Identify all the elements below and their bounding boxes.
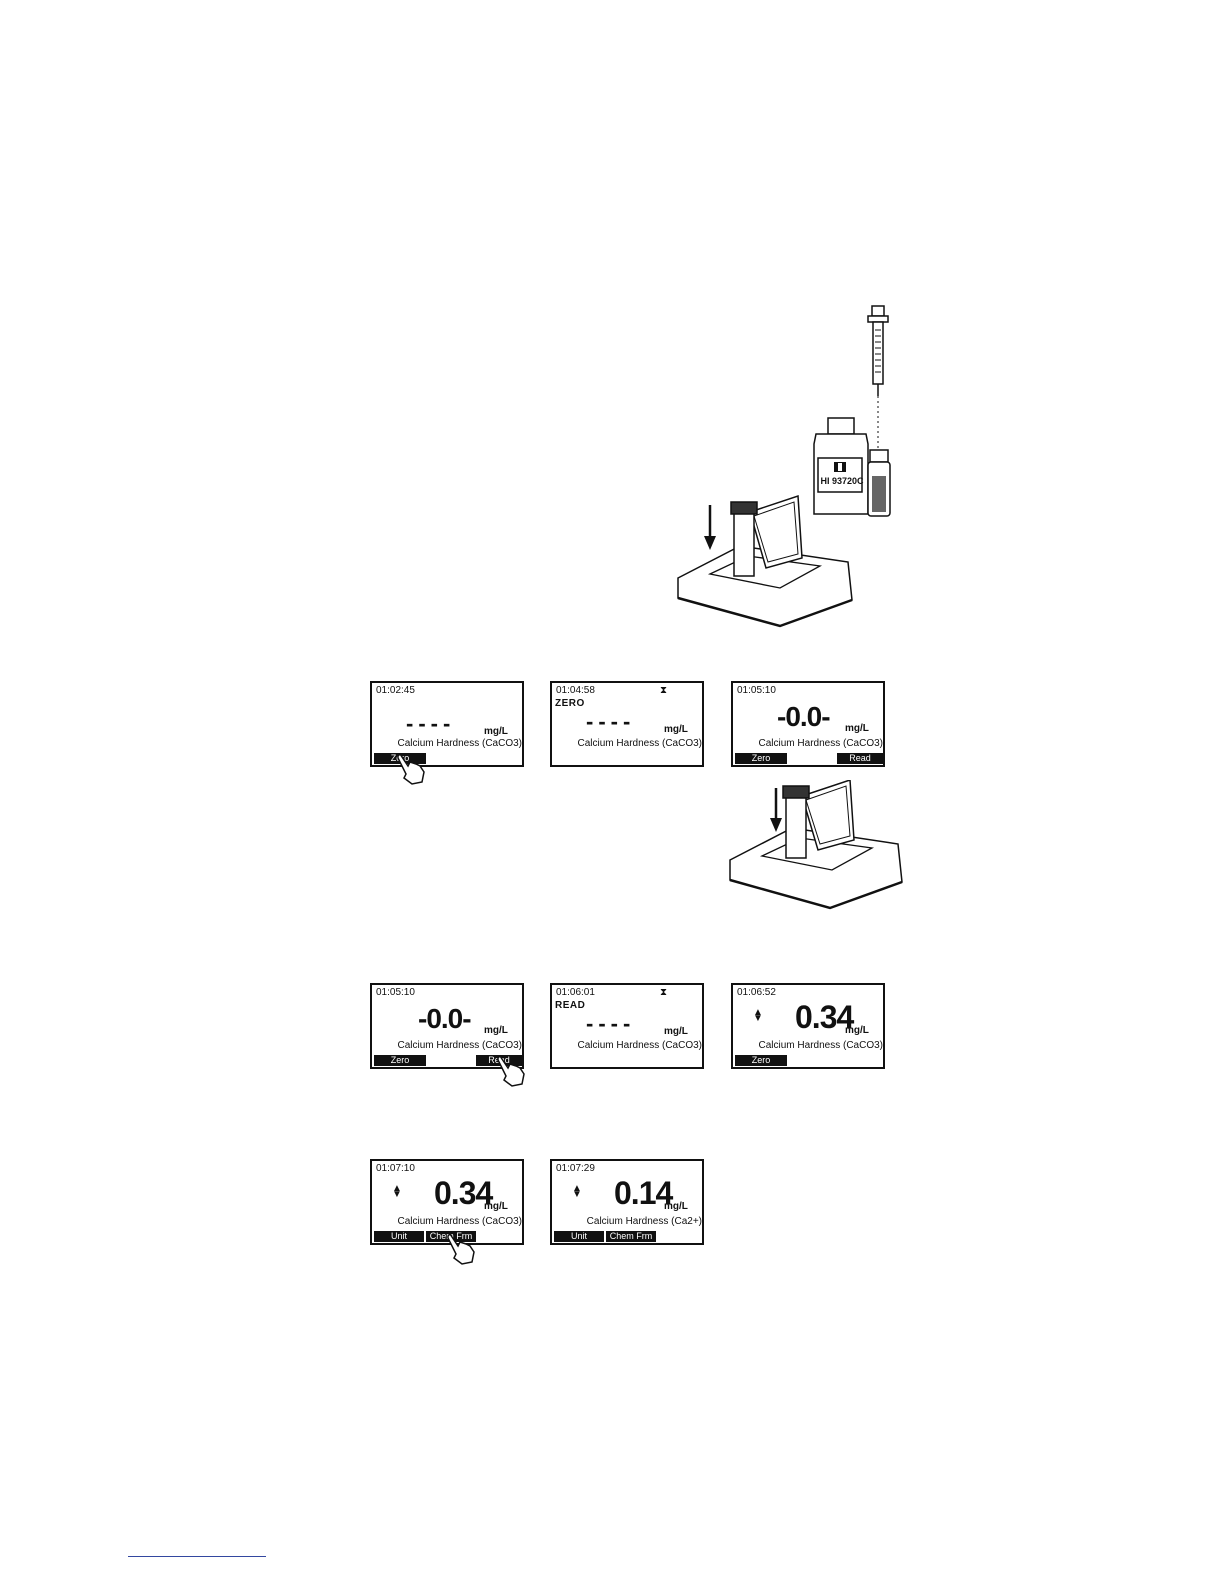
display-time: 01:04:58 (556, 685, 595, 696)
meter-display-8: 01:07:29 ▲▼ 0.14 mg/L Calcium Hardness (… (550, 1159, 704, 1245)
display-time: 01:02:45 (376, 685, 415, 696)
display-value: 0.14 (614, 1175, 673, 1211)
display-unit: mg/L (845, 1025, 869, 1036)
unit-key[interactable]: Unit (554, 1231, 604, 1242)
unit-key[interactable]: Unit (374, 1231, 424, 1242)
display-time: 01:05:10 (376, 987, 415, 998)
reagent-bottle-label: HI 93720C (820, 476, 864, 486)
footnote-rule (128, 1556, 266, 1557)
display-value: ---- (586, 709, 636, 734)
hourglass-icon: ⧗ (660, 685, 668, 696)
display-parameter: Calcium Hardness (CaCO3) (397, 738, 522, 749)
reagent-bottle-icon (813, 417, 869, 515)
display-time: 01:07:29 (556, 1163, 595, 1174)
display-unit: mg/L (664, 1201, 688, 1212)
display-time: 01:05:10 (737, 685, 776, 696)
up-down-arrows-icon: ▲▼ (572, 1183, 582, 1200)
up-down-arrows-icon: ▲▼ (753, 1007, 763, 1024)
display-time: 01:07:10 (376, 1163, 415, 1174)
display-parameter: Calcium Hardness (CaCO3) (758, 738, 883, 749)
display-value: -0.0- (777, 701, 831, 732)
display-mode: ZERO (555, 698, 585, 709)
display-unit: mg/L (484, 1025, 508, 1036)
reagent-addition-illustration (677, 305, 891, 628)
meter-display-2: 01:04:58 ⧗ ZERO ---- mg/L Calcium Hardne… (550, 681, 704, 767)
pointing-hand-icon (397, 752, 425, 785)
meter-display-3: 01:05:10 -0.0- mg/L Calcium Hardness (Ca… (731, 681, 885, 767)
syringe-icon (867, 305, 889, 448)
display-unit: mg/L (845, 723, 869, 734)
read-key[interactable]: Read (837, 753, 883, 764)
display-value: ---- (586, 1011, 636, 1036)
sample-vial-icon (867, 449, 891, 517)
up-down-arrows-icon: ▲▼ (392, 1183, 402, 1200)
display-value: 0.34 (795, 999, 854, 1035)
meter-display-6: 01:06:52 ▲▼ 0.34 mg/L Calcium Hardness (… (731, 983, 885, 1069)
meter-display-5: 01:06:01 ⧗ READ ---- mg/L Calcium Hardne… (550, 983, 704, 1069)
zero-key[interactable]: Zero (735, 753, 787, 764)
display-unit: mg/L (664, 724, 688, 735)
display-unit: mg/L (484, 1201, 508, 1212)
display-time: 01:06:01 (556, 987, 595, 998)
display-unit: mg/L (664, 1026, 688, 1037)
zero-key[interactable]: Zero (374, 1055, 426, 1066)
display-parameter: Calcium Hardness (CaCO3) (397, 1216, 522, 1227)
display-parameter: Calcium Hardness (Ca2+) (586, 1216, 702, 1227)
display-parameter: Calcium Hardness (CaCO3) (397, 1040, 522, 1051)
display-value: -0.0- (418, 1003, 472, 1034)
zero-key[interactable]: Zero (735, 1055, 787, 1066)
display-parameter: Calcium Hardness (CaCO3) (577, 1040, 702, 1051)
meter-cuvette-illustration (729, 780, 903, 910)
display-value: ---- (406, 711, 456, 736)
chem-frm-key[interactable]: Chem Frm (606, 1231, 656, 1242)
meter-display-4: 01:05:10 -0.0- mg/L Calcium Hardness (Ca… (370, 983, 524, 1069)
hourglass-icon: ⧗ (660, 987, 668, 998)
display-time: 01:06:52 (737, 987, 776, 998)
pointing-hand-icon (497, 1054, 525, 1087)
display-parameter: Calcium Hardness (CaCO3) (577, 738, 702, 749)
display-unit: mg/L (484, 726, 508, 737)
display-mode: READ (555, 1000, 586, 1011)
display-parameter: Calcium Hardness (CaCO3) (758, 1040, 883, 1051)
meter-cuvette-icon (677, 494, 853, 628)
pointing-hand-icon (447, 1232, 475, 1265)
display-value: 0.34 (434, 1175, 493, 1211)
